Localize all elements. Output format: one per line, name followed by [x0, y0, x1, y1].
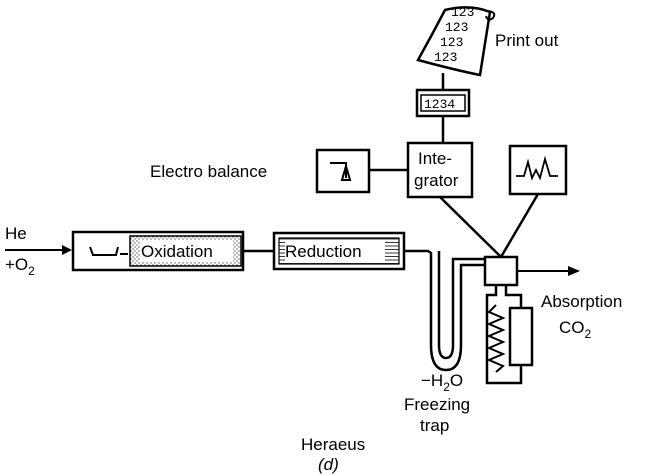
oxidation-label: Oxidation: [141, 242, 213, 261]
balance-icon: [315, 148, 371, 194]
co2-sub: 2: [585, 327, 592, 341]
integrator-detector-line: [439, 196, 502, 258]
signal-icon: [508, 144, 568, 196]
panel-label: (d): [318, 455, 339, 474]
absorption-label: Absorption: [541, 292, 622, 311]
co2-prefix: CO: [559, 318, 585, 337]
inlet-arrow: [62, 245, 72, 255]
detector-block: [483, 255, 519, 287]
reduction-label: Reduction: [285, 242, 362, 261]
trap-label: trap: [420, 416, 449, 435]
printout-digits-4: 123: [434, 50, 457, 65]
freezing-trap: [404, 249, 484, 372]
display-digits: 1234: [424, 97, 455, 112]
h2o-prefix: −H: [421, 371, 443, 390]
digital-display: 1234: [415, 88, 471, 118]
printout-paper: 123 123 123 123: [416, 5, 496, 77]
absorption-tube: [508, 306, 534, 367]
electro-balance-label: Electro balance: [150, 162, 267, 181]
oxidation-furnace: [71, 230, 245, 272]
integrator-label-1: Inte-: [418, 149, 452, 168]
absorption-loop: [485, 285, 534, 385]
printout-digits-1: 123: [451, 5, 474, 20]
carrier-o2-sub: 2: [28, 264, 35, 278]
freezing-label: Freezing: [404, 395, 470, 414]
carrier-he-label: He: [5, 224, 27, 243]
h2o-label: −H2O: [421, 371, 463, 394]
manufacturer-label: Heraeus: [301, 435, 365, 454]
h2o-suffix: O: [450, 371, 463, 390]
reduction-furnace: [272, 231, 406, 271]
printout-digits-2: 123: [445, 20, 468, 35]
co2-label: CO2: [559, 318, 592, 341]
h2o-sub: 2: [443, 380, 450, 394]
print-out-label: Print out: [495, 31, 559, 50]
integrator-label-2: grator: [414, 171, 459, 190]
signal-detector-line: [499, 193, 540, 258]
carrier-o2-label: +O2: [5, 255, 35, 278]
carrier-o2-prefix: +O: [5, 255, 28, 274]
printout-digits-3: 123: [440, 35, 463, 50]
outlet-arrow: [568, 266, 580, 276]
heater-coil: [486, 304, 506, 373]
